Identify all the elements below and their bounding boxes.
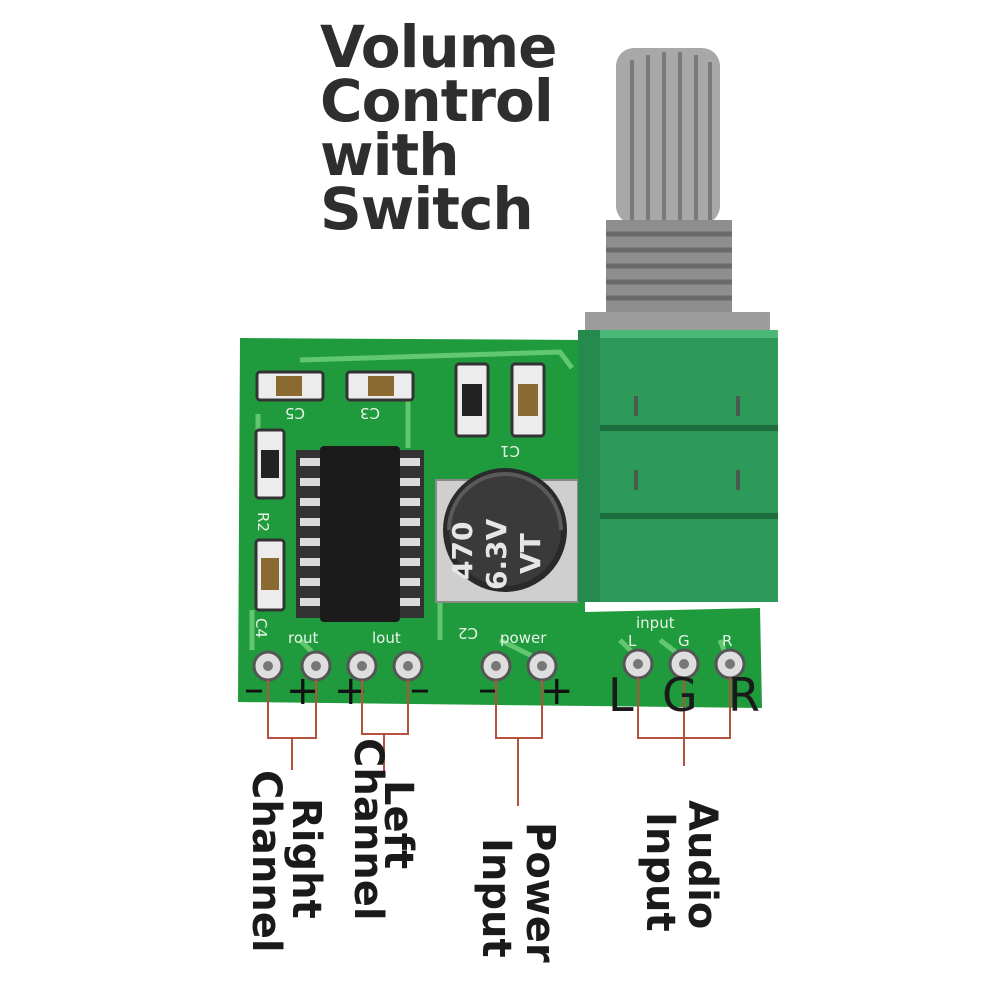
title-line-3: with <box>320 121 459 189</box>
silk-pin-l: L <box>628 632 637 650</box>
label-right-channel-line1: Right <box>283 798 329 919</box>
silk-pin-g: G <box>678 632 690 650</box>
pin-letter-l: L <box>608 668 634 722</box>
title-line-4: Switch <box>320 175 534 243</box>
silk-lout: lout <box>372 629 401 647</box>
polarity-power-plus: + <box>540 668 574 714</box>
silk-r2: R2 <box>254 512 272 532</box>
threaded-bushing <box>606 220 732 320</box>
silk-c1: C1 <box>500 442 520 460</box>
ic-chip <box>296 446 424 622</box>
polarity-power-minus: – <box>478 666 498 712</box>
label-power-input-line2: Input <box>473 838 519 958</box>
label-audio-input-line1: Audio <box>679 800 725 930</box>
silk-input: input <box>636 614 675 632</box>
polarity-lout-minus: – <box>410 666 430 712</box>
silk-c3: C3 <box>360 404 380 422</box>
silk-pin-r: R <box>722 632 732 650</box>
polarity-rout-minus: – <box>244 666 264 712</box>
callout-lines <box>267 678 731 806</box>
title-line-2: Control <box>320 67 554 135</box>
silk-c5: C5 <box>285 404 305 422</box>
label-left-channel-line2: Channel <box>345 738 391 921</box>
label-right-channel-line2: Channel <box>243 770 289 953</box>
title-line-1: Volume <box>320 13 558 81</box>
silk-power: power <box>500 629 547 647</box>
pin-letter-g: G <box>662 668 698 722</box>
polarity-rout-plus: + <box>286 668 320 714</box>
pin-letter-r: R <box>728 668 760 722</box>
cap-label-470: 470 <box>446 522 479 580</box>
label-power-input-line1: Power <box>517 822 563 963</box>
cap-label-voltage: 6.3V <box>480 518 513 590</box>
silk-rout: rout <box>288 629 319 647</box>
cap-label-vt: VT <box>514 533 547 574</box>
silk-c4: C4 <box>252 618 270 638</box>
label-audio-input-line2: Input <box>637 812 683 932</box>
potentiometer-body <box>578 330 778 602</box>
silk-c2: C2 <box>458 624 478 642</box>
